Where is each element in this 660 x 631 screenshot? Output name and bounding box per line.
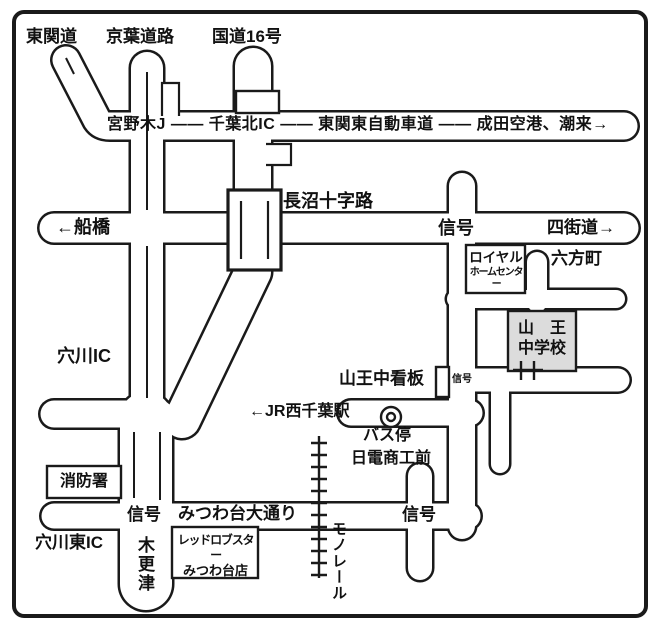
higashikanto-expressway (52, 46, 638, 140)
label-jr-nishi-chiba: ←JR西千葉駅 (249, 403, 350, 420)
label-bus-stop: バス停 (363, 427, 412, 444)
map-frame (12, 10, 648, 618)
chibakita-ramp (266, 142, 293, 167)
lobster-line2: みつわ台店 (182, 563, 248, 578)
bus-stop-icon-inner (385, 411, 397, 423)
school-gate-icon (513, 361, 543, 380)
label-keiyo-doro: 京葉道路 (106, 27, 174, 46)
red-lobster-box (170, 525, 260, 580)
sanno-school-building (506, 309, 578, 373)
label-highway-line: 宮野木J —— 千葉北IC —— 東関東自動車道 —— 成田空港、潮来→ (107, 116, 609, 133)
label-tokando: 東関道 (26, 27, 77, 46)
fire-station-label: 消防署 (59, 473, 108, 490)
label-monorail: モノレール (330, 521, 347, 601)
label-signal-bus-road: 信号 (402, 505, 436, 524)
label-signal-mitsuwadai: 信号 (127, 505, 161, 524)
royal-line1: ロイヤル (469, 250, 523, 265)
chibakita-ic-box (234, 89, 281, 115)
monorail-ties (311, 441, 327, 577)
label-signal-kanban: 信号 (452, 374, 472, 385)
label-roppocho: 六方町 (551, 249, 602, 268)
label-kokudo16: 国道16号 (212, 27, 282, 46)
school-line2: 中学校 (517, 340, 566, 357)
tokando-median (65, 57, 75, 75)
naganuma-overpass-box (226, 188, 283, 272)
lobster-line1: レッドロブスター (177, 533, 255, 562)
school-line1: 山 王 (517, 320, 566, 337)
structures (45, 81, 578, 580)
miyanogi-ramp (160, 81, 181, 116)
label-signal-yotsukaido: 信号 (438, 218, 474, 238)
royal-home-center-box (464, 243, 527, 295)
label-nichiden: 日電商工前 (351, 450, 432, 467)
label-yotsukaido: 四街道→ (547, 218, 615, 237)
sanno-signboard-icon (434, 365, 451, 399)
fire-station-text: 消防署 (48, 472, 120, 492)
sanno-school-text: 山 王 中学校 (509, 319, 575, 359)
royal-home-center-text: ロイヤル ホームセンター (467, 250, 525, 292)
fire-station-box (45, 464, 123, 500)
label-anagawa-ic: 穴川IC (57, 346, 111, 366)
label-funabashi: ←船橋 (56, 217, 110, 237)
label-mitsuwadai-odori: みつわ台大通り (178, 504, 297, 523)
route16 (164, 48, 271, 438)
label-naganuma-junction: 長沼十字路 (283, 191, 373, 211)
royal-line2: ホームセンター (469, 266, 524, 291)
red-lobster-text: レッドロブスター みつわ台店 (173, 533, 258, 579)
naganuma-underpass-lines (239, 201, 270, 259)
median-lines (65, 57, 161, 500)
monorail-track (311, 436, 327, 578)
label-kisarazu: 木更津 (135, 536, 154, 593)
label-anagawa-higashi-ic: 穴川東IC (35, 533, 103, 552)
label-sanno-kanban: 山王中看板 (339, 369, 424, 388)
